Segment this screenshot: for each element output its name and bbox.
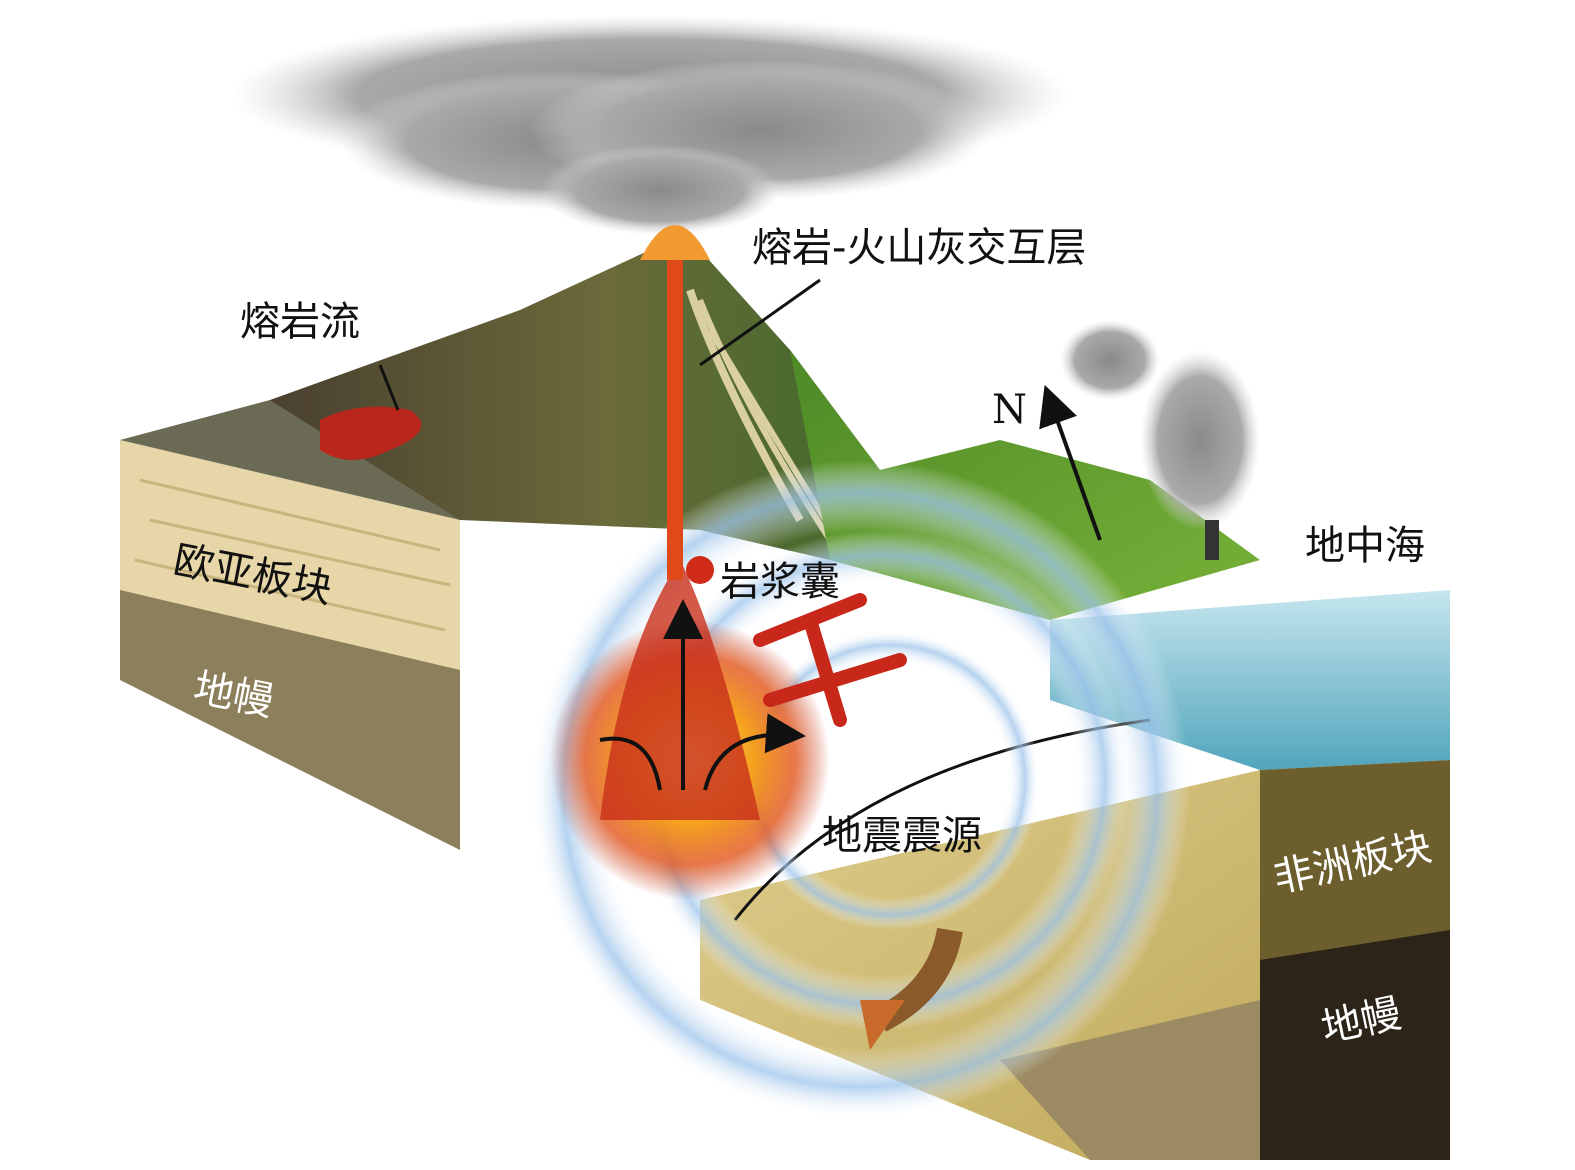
flow-arrows (599, 599, 963, 1050)
leader-line-lava-ash (699, 278, 821, 367)
magma (550, 225, 907, 900)
label-mediterranean: 地中海 (1305, 523, 1425, 569)
label-lava-flow: 熔岩流 (240, 299, 360, 345)
steam-plume (1060, 320, 1260, 560)
label-hypocenter: 地震震源 (822, 813, 982, 859)
label-north: N (992, 387, 1027, 433)
leader-line-lava-flow (378, 364, 400, 411)
north-arrow (1039, 384, 1102, 541)
label-lava-ash-layers: 熔岩-火山灰交互层 (752, 225, 1087, 271)
label-magma-chamber: 岩浆囊 (720, 559, 840, 605)
ash-cloud (230, 15, 1070, 235)
